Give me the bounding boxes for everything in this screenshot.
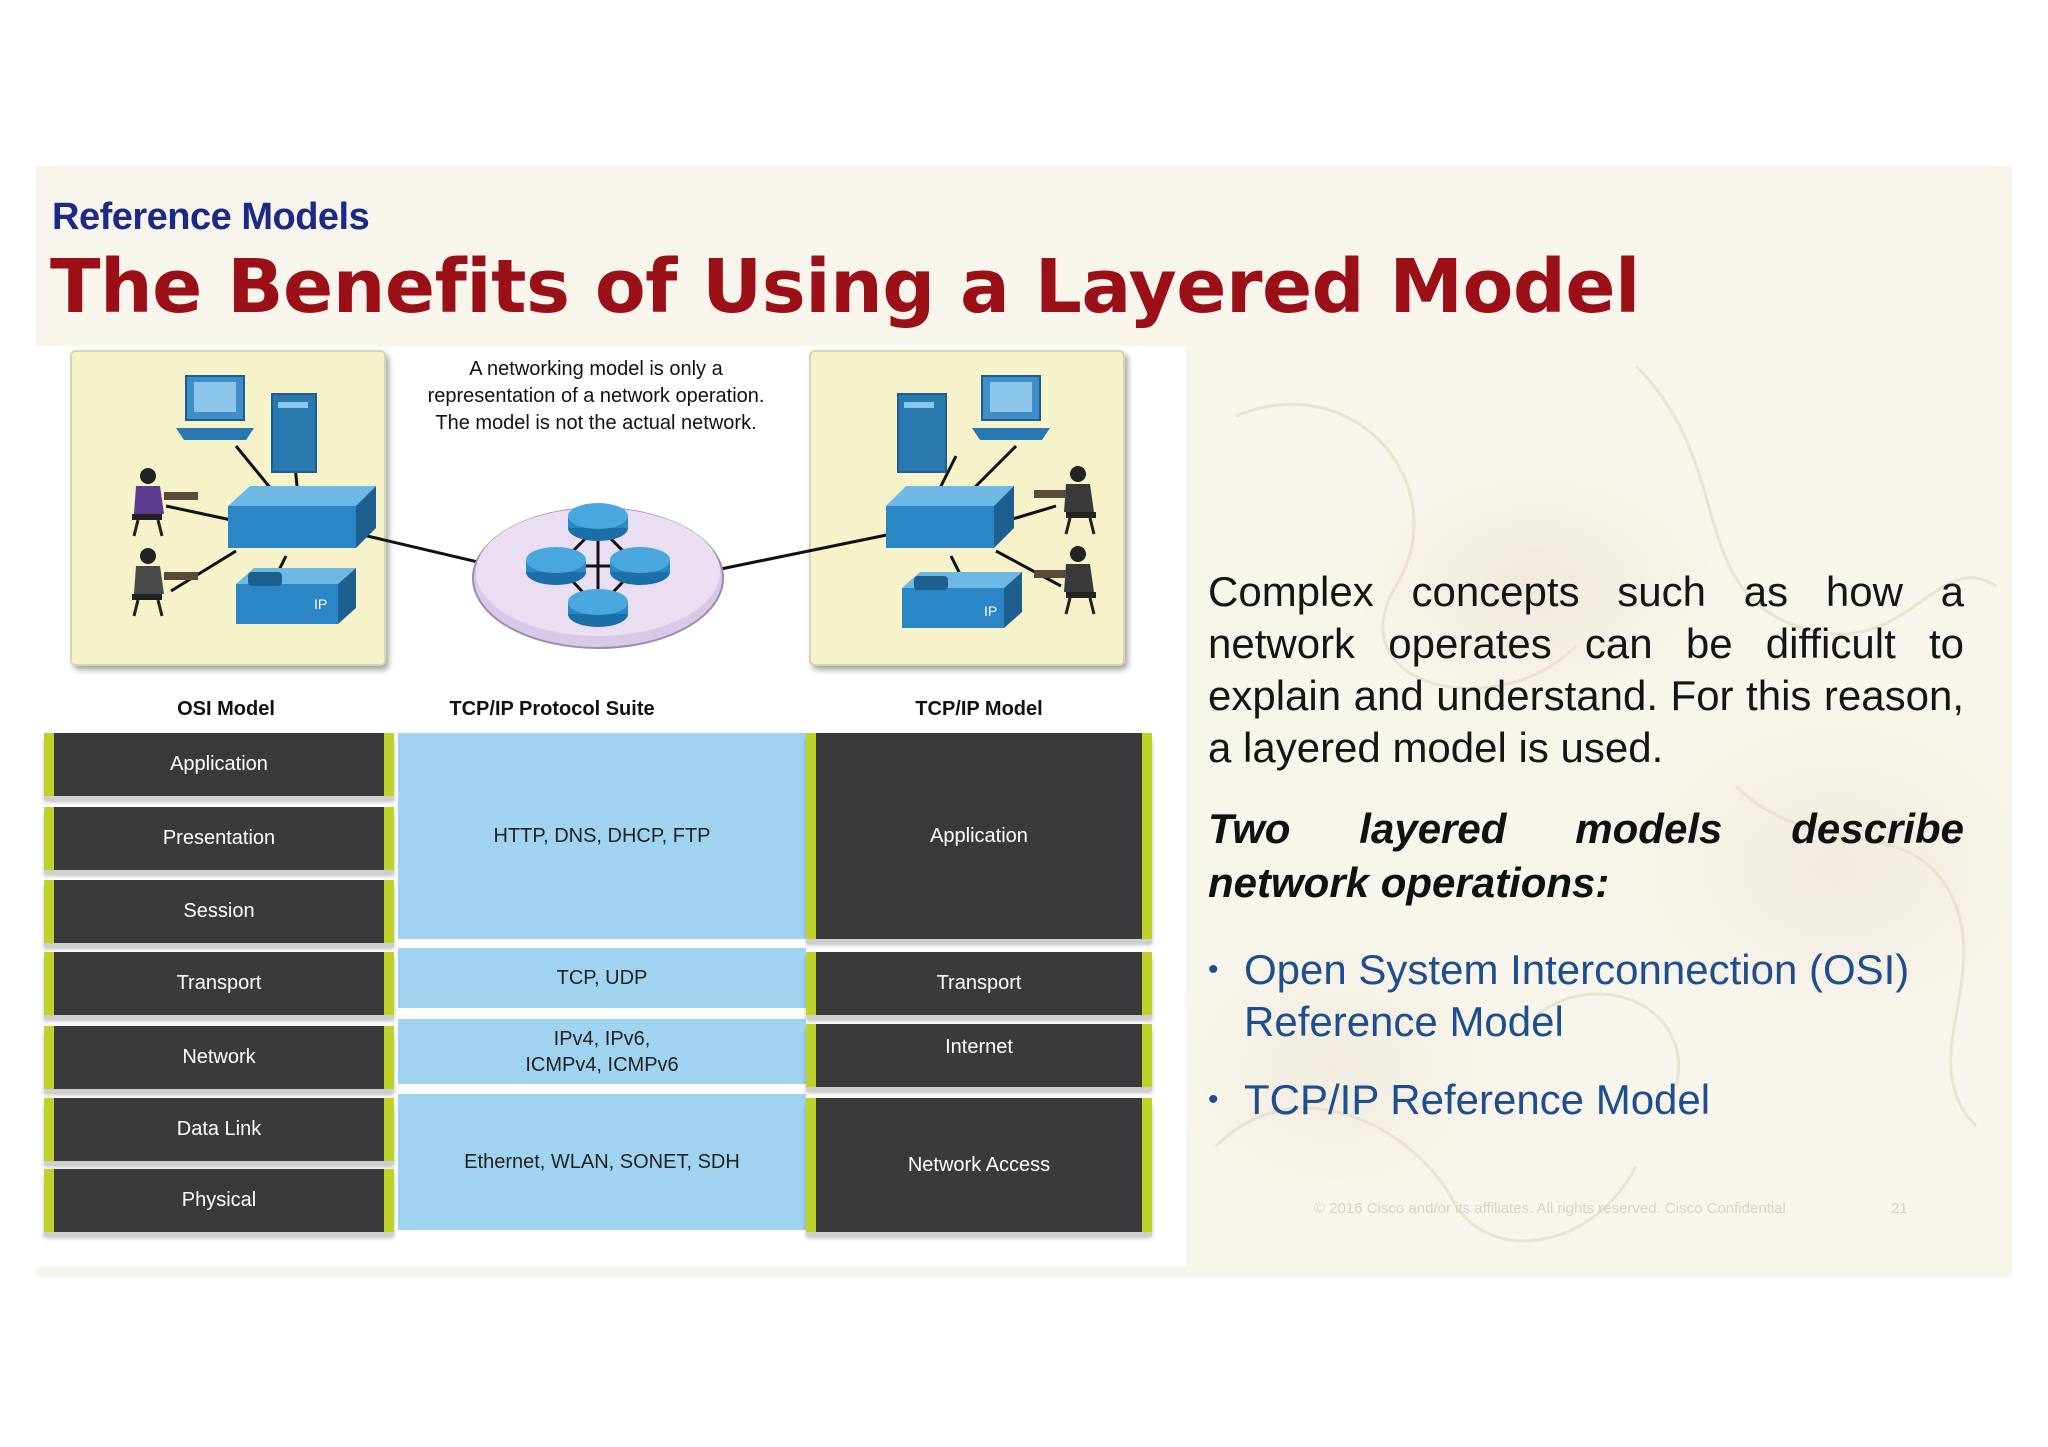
background-swirl-decoration — [1214, 364, 1997, 1243]
switch-icon — [228, 486, 376, 548]
switch-icon — [886, 486, 1014, 548]
bullet-text: TCP/IP Reference Model — [1244, 1076, 1711, 1123]
diagram-caption: A networking model is only a representat… — [396, 356, 796, 437]
suite-internet-line: ICMPv4, ICMPv6 — [525, 1053, 679, 1076]
tcpip-layer-internet: Internet — [806, 1024, 1152, 1087]
footer-copyright: © 2016 Cisco and/or its affiliates. All … — [1314, 1200, 1786, 1217]
suite-transport-protocols: TCP, UDP — [398, 948, 806, 1008]
osi-layer-data-link: Data Link — [44, 1098, 394, 1161]
caption-line: The model is not the actual network. — [435, 412, 757, 434]
svg-text:IP: IP — [984, 603, 997, 619]
link-line — [710, 529, 907, 573]
section-label: Reference Models — [52, 196, 370, 238]
caption-line: representation of a network operation. — [427, 385, 765, 407]
tcpip-model-title: TCP/IP Model — [915, 698, 1043, 720]
bullet-item: • Open System Interconnection (OSI) Refe… — [1208, 944, 1964, 1048]
suite-application-protocols: HTTP, DNS, DHCP, FTP — [398, 733, 806, 939]
computer-icon — [176, 375, 254, 440]
server-icon — [271, 393, 317, 473]
caption-line: A networking model is only a — [469, 358, 723, 380]
tcpip-layer-application: Application — [806, 733, 1152, 939]
router-icon — [610, 547, 670, 585]
emphasis-paragraph: Two layered models describe network oper… — [1208, 805, 1964, 906]
tcpip-layer-network-access: Network Access — [806, 1098, 1152, 1232]
suite-internet-protocols: IPv4, IPv6, ICMPv4, ICMPv6 — [398, 1019, 806, 1084]
ip-phone-icon: IP — [902, 572, 1022, 628]
osi-model-title: OSI Model — [177, 698, 275, 720]
bullet-item: • TCP/IP Reference Model — [1208, 1074, 1964, 1126]
user-at-desk-icon — [1034, 466, 1096, 535]
protocol-suite-title: TCP/IP Protocol Suite — [449, 698, 655, 720]
cloud-icon — [472, 507, 724, 649]
page-number: 21 — [1891, 1200, 1908, 1217]
bullet-dot-icon: • — [1208, 953, 1219, 986]
router-icon — [568, 589, 628, 627]
user-at-desk-icon — [1034, 546, 1096, 615]
router-icon — [526, 547, 586, 585]
svg-text:IP: IP — [314, 596, 327, 612]
suite-internet-line: IPv4, IPv6, — [553, 1027, 651, 1050]
bullet-dot-icon: • — [1208, 1083, 1219, 1116]
osi-layer-presentation: Presentation — [44, 807, 394, 870]
server-icon — [897, 393, 947, 473]
slide: Reference Models The Benefits of Using a… — [36, 166, 2012, 1278]
osi-layer-transport: Transport — [44, 952, 394, 1015]
osi-layer-network: Network — [44, 1026, 394, 1089]
layered-model-diagram: IP — [36, 346, 1186, 1266]
network-illustration: IP — [132, 375, 1096, 649]
user-at-desk-icon — [132, 548, 198, 617]
ip-phone-icon: IP — [236, 568, 356, 624]
text-column: Complex concepts such as how a network o… — [1208, 566, 1964, 1126]
tcpip-layer-transport: Transport — [806, 952, 1152, 1015]
osi-layer-session: Session — [44, 880, 394, 943]
body-paragraph: Complex concepts such as how a network o… — [1208, 568, 1964, 771]
osi-layer-physical: Physical — [44, 1169, 394, 1232]
router-icon — [568, 503, 628, 541]
computer-icon — [972, 375, 1050, 440]
user-at-desk-icon — [132, 468, 198, 537]
suite-network-access-protocols: Ethernet, WLAN, SONET, SDH — [398, 1094, 806, 1230]
bullet-text: Open System Interconnection (OSI) Refere… — [1244, 946, 1910, 1045]
slide-title: The Benefits of Using a Layered Model — [50, 244, 1640, 330]
osi-layer-application: Application — [44, 733, 394, 796]
